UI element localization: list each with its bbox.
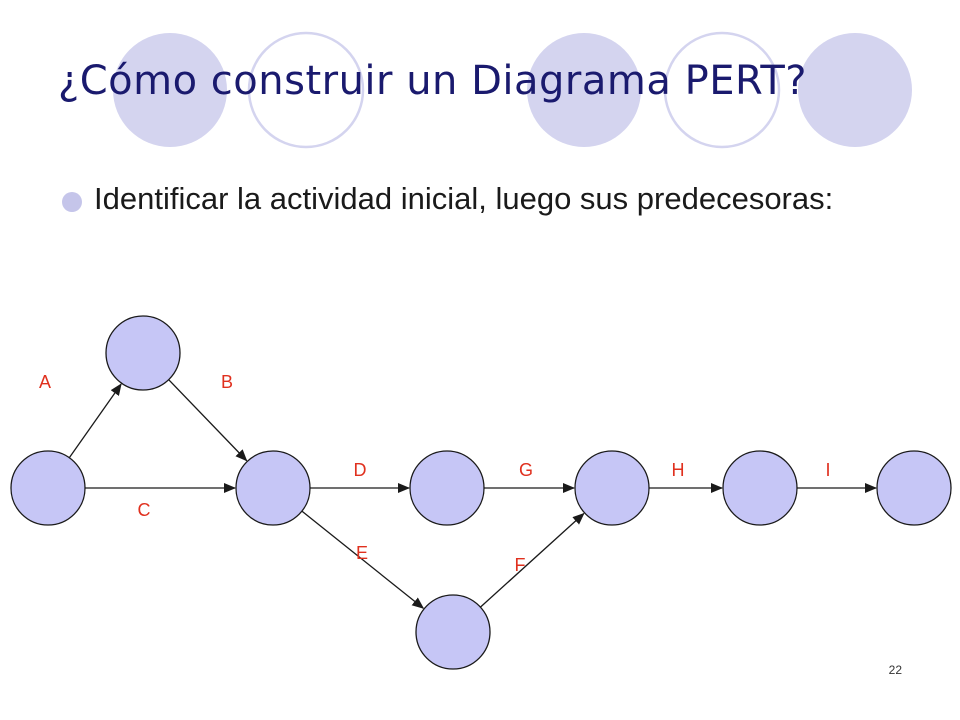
edge-label-f: F [515,555,526,575]
edge-f [479,512,585,608]
deco-circle-filled [798,33,912,147]
node-n8 [876,450,952,526]
page-number: 22 [888,663,902,677]
node-n4 [409,450,485,526]
edge-label-a: A [39,372,51,392]
node-n2 [105,315,181,391]
nodes-layer [10,315,952,670]
node-n7 [722,450,798,526]
edge-e [301,510,425,609]
edge-label-b: B [221,372,233,392]
node-n6 [574,450,650,526]
edge-b [168,379,248,462]
deco-circle-ring [663,31,781,149]
bullet-text: Identificar la actividad inicial, luego … [94,181,834,216]
node-n3 [235,450,311,526]
node-n1 [10,450,86,526]
deco-circle-ring [247,31,365,149]
edge-label-d: D [354,460,367,480]
edge-label-h: H [672,460,685,480]
edges-layer [68,379,877,609]
edge-label-i: I [825,460,830,480]
title-decoration [113,31,912,149]
bullet-item: Identificar la actividad inicial, luego … [62,178,882,220]
deco-circle-filled [527,33,641,147]
deco-circle-filled [113,33,227,147]
edge-labels-layer: A B C D E F G H I [39,372,831,575]
bullet-dot-icon [62,192,82,212]
edge-label-c: C [138,500,151,520]
edge-a [68,383,122,459]
node-n5 [415,594,491,670]
slide-title: ¿Cómo construir un Diagrama PERT? [58,58,808,104]
edge-label-g: G [519,460,533,480]
edge-label-e: E [356,543,368,563]
